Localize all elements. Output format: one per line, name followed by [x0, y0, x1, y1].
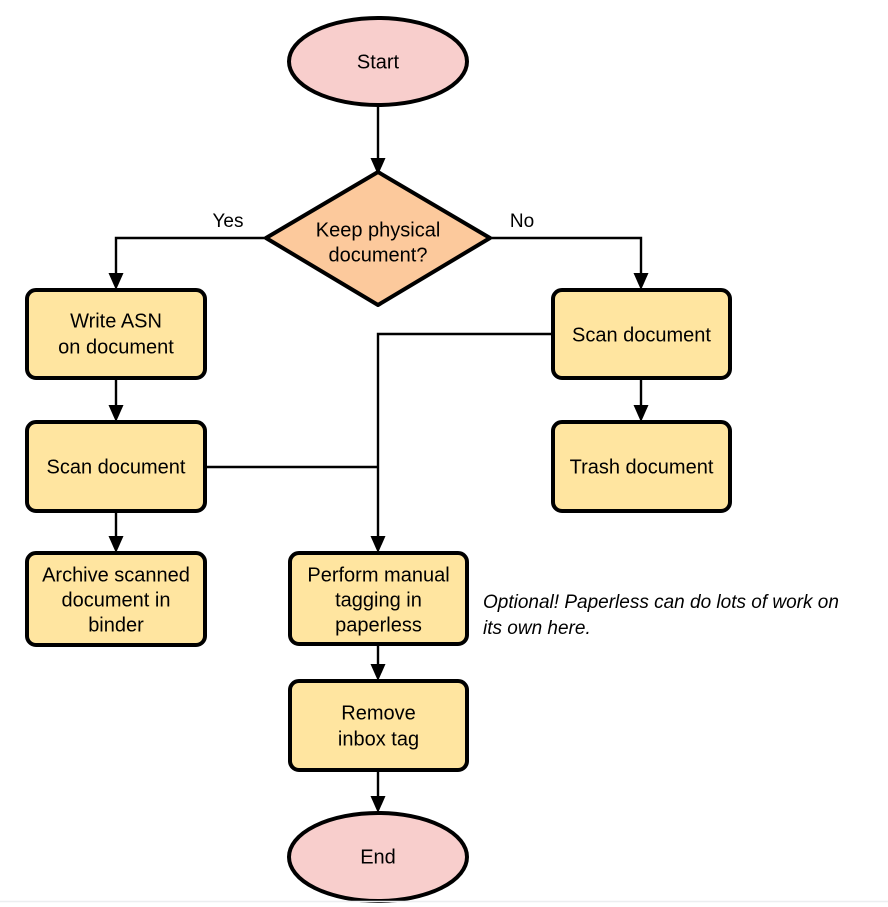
edge-label-yes: Yes: [213, 211, 244, 232]
edge-scan-right-to-trash: [633, 378, 649, 422]
node-archive-label-line2: document in: [62, 589, 171, 611]
node-archive-label-line3: binder: [88, 614, 144, 636]
node-start-label: Start: [357, 51, 400, 73]
node-trash-document-label: Trash document: [570, 456, 714, 478]
node-remove-inbox-label-line1: Remove: [341, 702, 415, 724]
node-archive-label-line1: Archive scanned: [42, 564, 190, 586]
node-start[interactable]: Start: [287, 16, 469, 107]
node-remove-inbox-tag[interactable]: Remove inbox tag: [288, 679, 469, 772]
node-end-label: End: [360, 846, 396, 868]
edge-start-to-decision: [370, 105, 386, 175]
node-scan-document-right-label: Scan document: [572, 324, 711, 346]
node-decision-label-line2: document?: [329, 244, 428, 266]
node-write-asn-label-line1: Write ASN: [70, 310, 162, 332]
node-perform-manual-tagging[interactable]: Perform manual tagging in paperless: [288, 551, 469, 646]
edge-remove-inbox-to-end: [370, 770, 386, 813]
annotation-note-line1: Optional! Paperless can do lots of work …: [483, 592, 839, 613]
node-decision-label-line1: Keep physical: [316, 219, 441, 241]
node-manual-tagging-label-line1: Perform manual: [307, 564, 449, 586]
edge-manual-tagging-to-remove-inbox: [370, 643, 386, 681]
node-trash-document[interactable]: Trash document: [551, 420, 732, 513]
annotation-note-optional-paperless: Optional! Paperless can do lots of work …: [483, 592, 839, 639]
node-manual-tagging-label-line2: tagging in: [335, 589, 422, 611]
edge-scan-left-to-archive: [108, 511, 124, 553]
edges-layer: [108, 105, 649, 813]
node-scan-document-left-label: Scan document: [47, 456, 186, 478]
node-scan-document-right[interactable]: Scan document: [551, 288, 732, 380]
edge-decision-no-to-scan-right: [490, 236, 649, 290]
node-archive-scanned-document[interactable]: Archive scanned document in binder: [25, 551, 207, 647]
annotation-note-line2: its own here.: [483, 618, 591, 639]
edge-write-asn-to-scan-left: [108, 378, 124, 422]
edge-decision-yes-to-write-asn: [108, 236, 265, 290]
node-scan-document-left[interactable]: Scan document: [25, 420, 207, 513]
node-write-asn-on-document[interactable]: Write ASN on document: [25, 288, 207, 380]
edge-scan-right-to-manual-tagging: [370, 332, 553, 553]
node-end[interactable]: End: [287, 811, 469, 903]
node-remove-inbox-label-line2: inbox tag: [338, 728, 419, 750]
node-write-asn-label-line2: on document: [58, 336, 174, 358]
node-manual-tagging-label-line3: paperless: [335, 614, 422, 636]
node-decision-keep-physical-document[interactable]: Keep physical document?: [264, 170, 492, 307]
edge-label-no: No: [510, 211, 534, 232]
